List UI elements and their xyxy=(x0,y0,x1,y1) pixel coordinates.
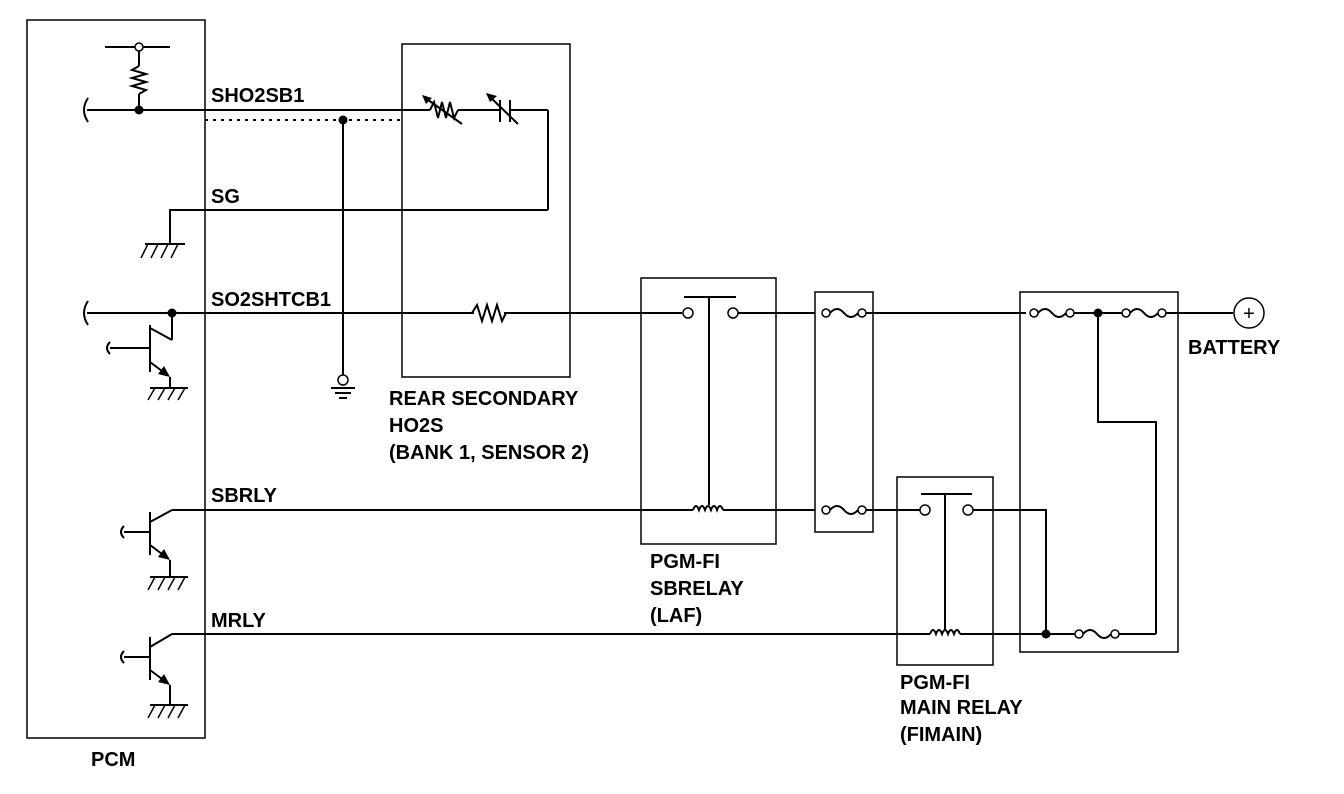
sb-relay-switch-icon xyxy=(682,296,815,505)
sho2sb1-label: SHO2SB1 xyxy=(211,85,304,107)
so2shtcb1-label: SO2SHTCB1 xyxy=(211,289,331,311)
variable-resistor-icon xyxy=(420,95,470,125)
fuse-block-box xyxy=(814,291,874,533)
pcm-label: PCM xyxy=(91,749,135,771)
svg-text:+: + xyxy=(1243,303,1255,325)
sbrly-label: SBRLY xyxy=(211,485,278,507)
main-relay-label-line3: (FIMAIN) xyxy=(900,724,982,746)
sb-relay-label-line2: SBRELAY xyxy=(650,578,744,600)
ho2s-label-line3: (BANK 1, SENSOR 2) xyxy=(389,442,589,464)
shield-ground-icon xyxy=(331,374,355,399)
fuse-icon-battery-2 xyxy=(1121,308,1167,318)
sb-relay-box xyxy=(640,277,777,545)
pcm-sbrly-transistor-icon xyxy=(120,509,205,591)
pcm-box xyxy=(26,19,206,739)
mrly-label: MRLY xyxy=(211,610,266,632)
main-relay-label-line1: PGM-FI xyxy=(900,672,970,694)
battery-icon: + xyxy=(1233,297,1265,329)
main-relay-coil-icon xyxy=(929,629,961,637)
underhood-fuse-box xyxy=(1019,291,1179,653)
sg-label: SG xyxy=(211,186,240,208)
ho2s-box xyxy=(401,43,571,378)
fuse-icon-top xyxy=(821,308,867,318)
main-relay-box xyxy=(896,476,994,666)
sensor-element-icon xyxy=(486,93,522,125)
sb-relay-label-line3: (LAF) xyxy=(650,605,702,627)
pcm-so2shtcb1-transistor-icon xyxy=(83,300,205,401)
pcm-pullup-resistor xyxy=(105,42,170,115)
pcm-mrly-transistor-icon xyxy=(120,633,205,719)
fuse-icon-main-relay xyxy=(1074,629,1120,639)
ho2s-label-line1: REAR SECONDARY xyxy=(389,388,579,410)
sb-relay-label-line1: PGM-FI xyxy=(650,551,720,573)
sb-relay-coil-icon xyxy=(692,505,724,513)
fuse-icon-bottom xyxy=(821,505,867,515)
battery-label: BATTERY xyxy=(1188,337,1281,359)
pcm-sg-ground-icon xyxy=(140,209,205,259)
ho2s-label-line2: HO2S xyxy=(389,415,443,437)
pcm-sho2sb1-wavy-icon xyxy=(83,97,89,123)
fuse-icon-battery-1 xyxy=(1029,308,1075,318)
main-relay-switch-icon xyxy=(919,493,1047,634)
main-relay-label-line2: MAIN RELAY xyxy=(900,697,1023,719)
heater-resistor-icon xyxy=(471,301,507,325)
